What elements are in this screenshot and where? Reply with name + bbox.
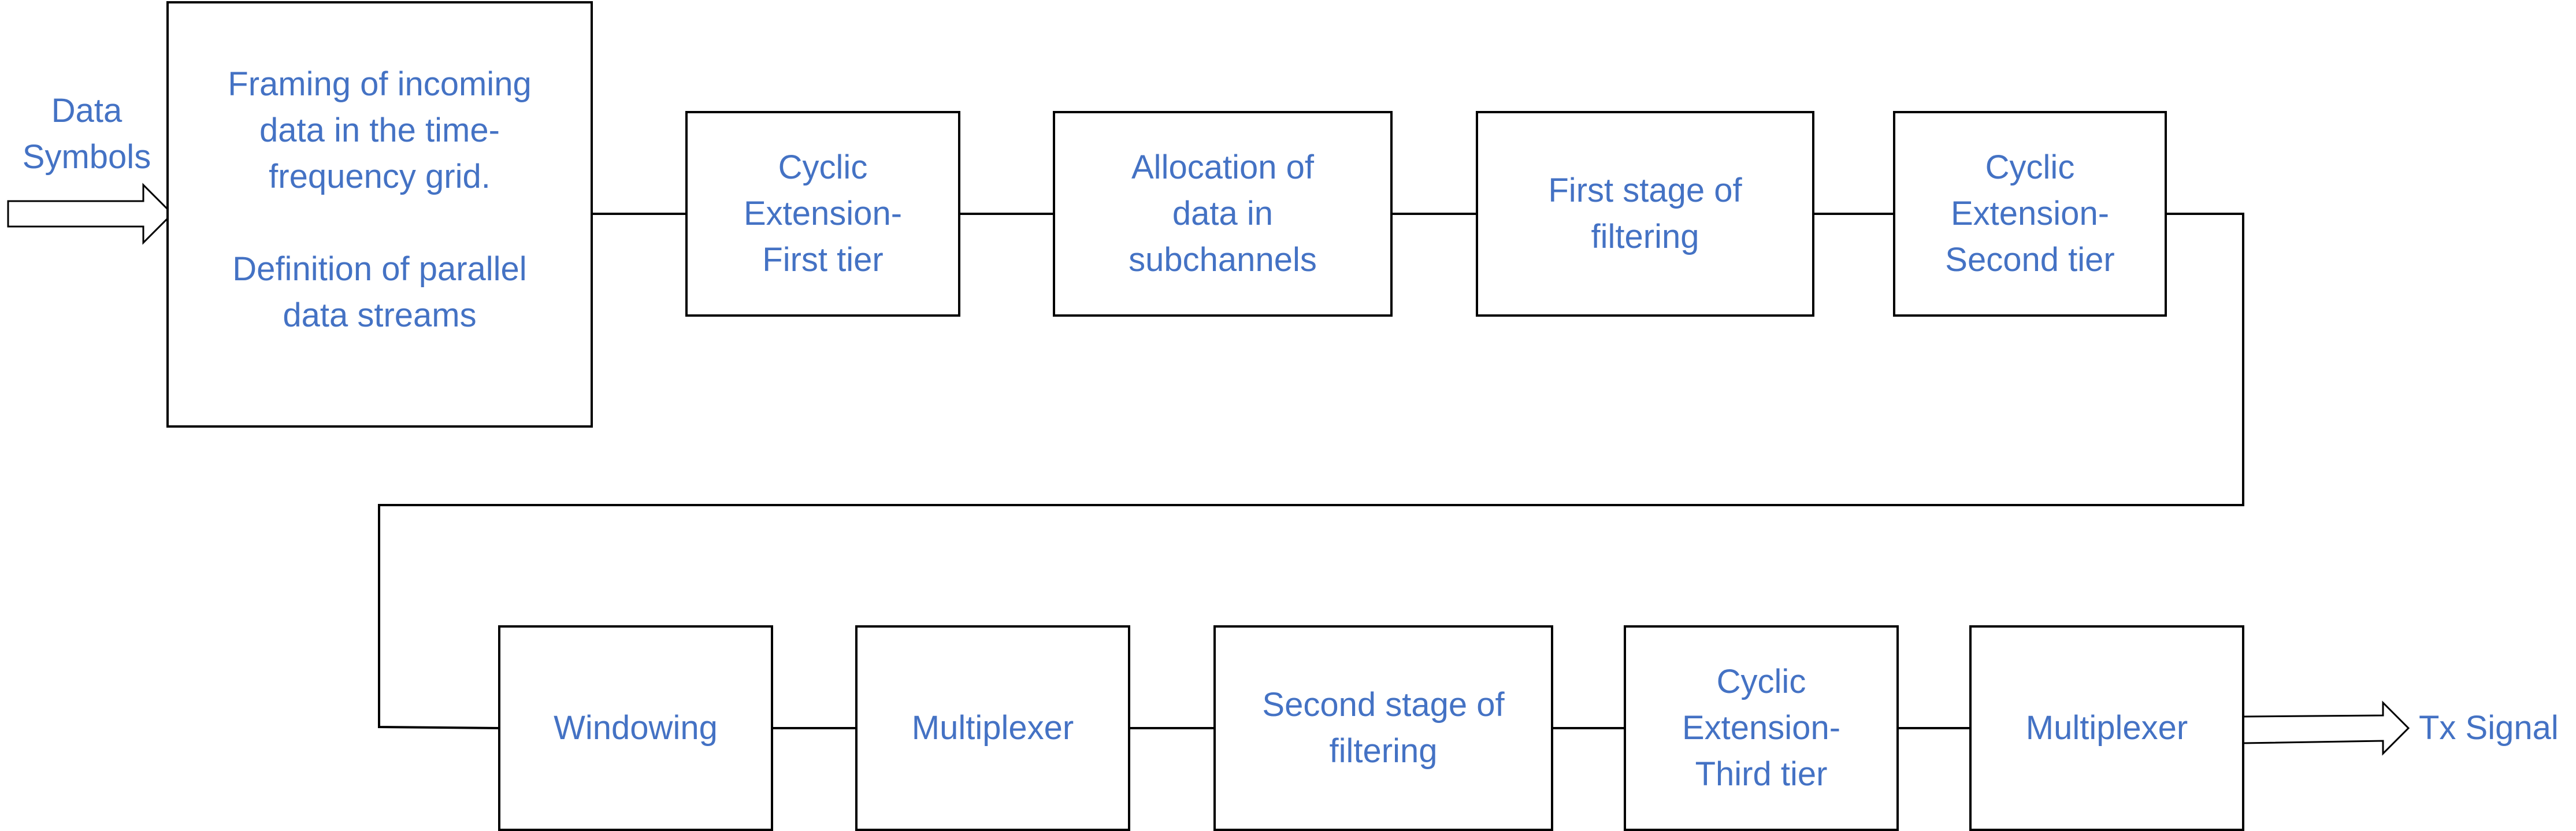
cyclic-extension-third-tier-block: Cyclic Extension- Third tier — [1624, 625, 1899, 831]
block-label: Windowing — [554, 709, 718, 747]
input-label: Data Symbols — [22, 92, 151, 176]
block-label: Allocation of data in subchannels — [1129, 149, 1317, 279]
block-label: Cyclic Extension- Third tier — [1682, 663, 1841, 793]
block-label: Multiplexer — [911, 709, 1074, 747]
block-label: Multiplexer — [2025, 709, 2188, 747]
block-label: First stage of filtering — [1548, 172, 1742, 255]
allocation-block: Allocation of data in subchannels — [1053, 111, 1393, 317]
first-stage-filtering-block: First stage of filtering — [1476, 111, 1814, 317]
multiplexer-block-2: Multiplexer — [1969, 625, 2244, 831]
cyclic-extension-first-tier-block: Cyclic Extension- First tier — [685, 111, 960, 317]
block-label: Cyclic Extension- First tier — [743, 149, 903, 279]
output-label: Tx Signal — [2419, 709, 2559, 747]
framing-text: Framing of incoming data in the time-fre… — [228, 65, 532, 195]
return-path-line — [378, 213, 2244, 729]
windowing-block: Windowing — [498, 625, 773, 831]
input-arrow — [7, 183, 174, 245]
multiplexer-block-1: Multiplexer — [855, 625, 1130, 831]
block-label: Second stage of filtering — [1262, 686, 1505, 770]
cyclic-extension-second-tier-block: Cyclic Extension- Second tier — [1893, 111, 2167, 317]
block-label: Cyclic Extension- Second tier — [1945, 149, 2115, 279]
parallel-streams-text: Definition of parallel data streams — [232, 250, 527, 334]
output-arrow — [2242, 700, 2410, 756]
framing-block: Framing of incoming data in the time-fre… — [166, 1, 593, 428]
second-stage-filtering-block: Second stage of filtering — [1213, 625, 1553, 831]
